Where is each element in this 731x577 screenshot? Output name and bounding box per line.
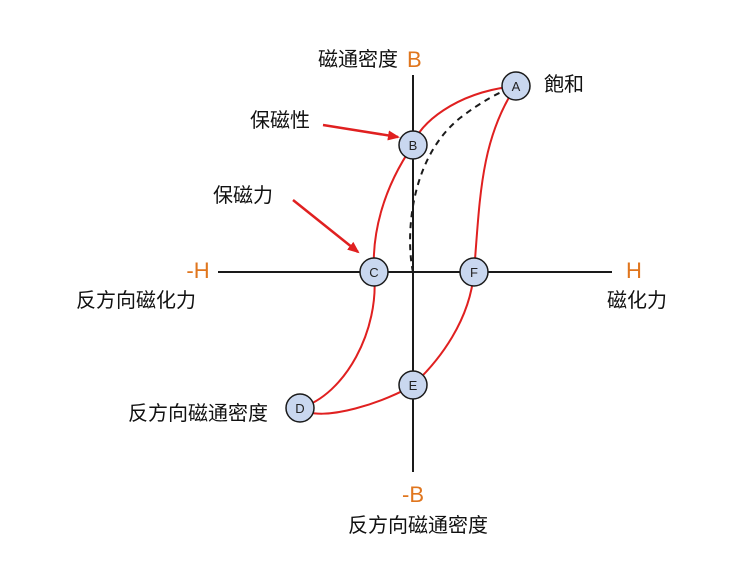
point-b: B	[398, 130, 428, 160]
point-d: D	[285, 393, 315, 423]
hysteresis-curve-ascending	[299, 85, 517, 415]
point-a-letter: A	[512, 79, 521, 94]
point-a: A	[501, 71, 531, 101]
y-axis-bottom-text: 反方向磁通密度	[348, 513, 488, 537]
y-axis-top-text: 磁通密度	[318, 47, 398, 71]
y-axis-bottom-symbol: -B	[402, 482, 424, 507]
x-axis-right-text: 磁化力	[607, 288, 667, 312]
retentivity-label: 保磁性	[250, 108, 310, 132]
point-c: C	[359, 257, 389, 287]
point-f: F	[459, 257, 489, 287]
point-c-letter: C	[369, 265, 378, 280]
initial-magnetization-curve	[409, 85, 517, 273]
saturation-label: 飽和	[544, 72, 584, 96]
point-e-letter: E	[409, 378, 418, 393]
coercive-force-label: 保磁力	[213, 183, 273, 207]
point-f-letter: F	[470, 265, 478, 280]
point-b-letter: B	[409, 138, 418, 153]
y-axis-top-symbol: B	[407, 47, 422, 72]
hysteresis-curve-descending	[299, 85, 517, 409]
x-axis-right-symbol: H	[626, 258, 642, 283]
point-d-letter: D	[295, 401, 304, 416]
coercive-force-arrow	[292, 199, 360, 254]
x-axis-left-symbol: -H	[186, 258, 209, 283]
point-e: E	[398, 370, 428, 400]
retentivity-arrow	[322, 123, 400, 141]
x-axis-left-text: 反方向磁化力	[76, 288, 196, 312]
reverse-flux-density-label: 反方向磁通密度	[128, 401, 268, 425]
